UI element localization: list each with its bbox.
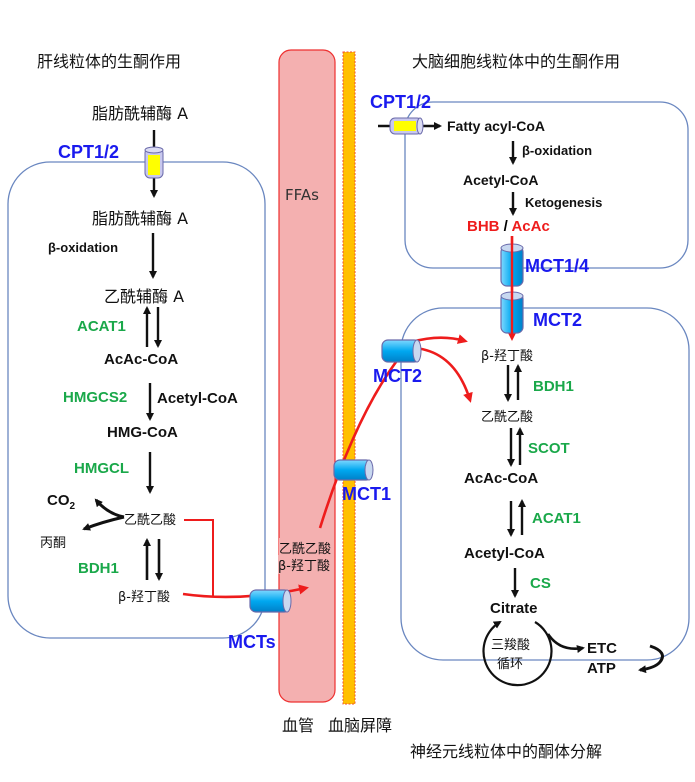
acetone-label: 丙酮 xyxy=(40,536,67,551)
neuron-ketolysis-title: 神经元线粒体中的酮体分解 xyxy=(410,742,603,761)
co2-text: CO xyxy=(47,492,70,509)
hmg-coa: HMG-CoA xyxy=(107,424,178,441)
acac-coa-neuron: AcAc-CoA xyxy=(464,470,539,487)
enzyme-scot: SCOT xyxy=(528,440,570,457)
fatty-acyl-coa-inside: 脂肪酰辅酶 A xyxy=(92,209,189,228)
acetyl-coa-brain: Acetyl-CoA xyxy=(463,172,539,188)
enzyme-cs: CS xyxy=(530,575,551,592)
ffas-label: FFAs xyxy=(285,186,319,204)
flow-acetoacetate-export xyxy=(184,519,214,597)
fatty-acyl-coa-outside: 脂肪酰辅酶 A xyxy=(92,104,189,123)
separator: / xyxy=(503,218,508,235)
liver-ketogenesis-title: 肝线粒体的生酮作用 xyxy=(37,52,182,71)
acac-brain: AcAc xyxy=(511,218,550,235)
enzyme-acat1-liver: ACAT1 xyxy=(77,318,126,335)
acetyl-coa-neuron: Acetyl-CoA xyxy=(464,545,545,562)
flow-ketone-export xyxy=(182,584,309,599)
acetoacetate-blood: 乙酰乙酸 xyxy=(279,538,332,557)
cpt-transporter-liver xyxy=(144,146,164,179)
bbb-label: 血脑屏障 xyxy=(328,716,393,735)
enzyme-acat1-neuron: ACAT1 xyxy=(532,510,581,527)
vessel-label: 血管 xyxy=(282,716,315,735)
fatty-acyl-coa-brain: Fatty acyl-CoA xyxy=(447,118,546,134)
neuron-mitochondrion-membrane xyxy=(400,307,690,661)
brain-mitochondrion-membrane xyxy=(404,101,689,269)
acetyl-coa-cosubstrate: Acetyl-CoA xyxy=(157,390,238,407)
mct-transporter-liver xyxy=(249,589,292,613)
cpt-label-liver: CPT1/2 xyxy=(58,142,120,162)
cpt-label-brain: CPT1/2 xyxy=(370,92,432,112)
bhb-liver: β-羟丁酸 xyxy=(118,590,170,605)
mct2-transporter-side xyxy=(381,339,422,363)
bhb-blood: β-羟丁酸 xyxy=(278,555,330,574)
co2-label: CO2 xyxy=(47,492,75,512)
acetyl-coa-liver: 乙酰辅酶 A xyxy=(104,287,185,306)
enzyme-bdh1-neuron: BDH1 xyxy=(533,378,574,395)
mct2-label-top: MCT2 xyxy=(533,310,582,330)
tca-cycle-line1: 三羧酸 xyxy=(491,638,531,653)
tca-cycle-line2: 循环 xyxy=(497,657,524,672)
mct2-label-side: MCT2 xyxy=(373,366,422,386)
ketogenesis-label: Ketogenesis xyxy=(525,195,603,210)
beta-oxidation-label-brain: β-oxidation xyxy=(522,143,593,158)
acetoacetate-liver: 乙酰乙酸 xyxy=(124,513,177,528)
co2-subscript: 2 xyxy=(69,501,76,512)
arrow-to-acetone xyxy=(82,515,125,531)
brain-ketogenesis-title: 大脑细胞线粒体中的生酮作用 xyxy=(412,52,621,71)
tca-cycle-circle xyxy=(482,620,553,687)
bhb-neuron: β-羟丁酸 xyxy=(481,349,533,364)
acac-coa-liver: AcAc-CoA xyxy=(104,351,179,368)
enzyme-bdh1-liver: BDH1 xyxy=(78,560,119,577)
atp-label: ATP xyxy=(587,660,616,677)
acetoacetate-neuron: 乙酰乙酸 xyxy=(481,410,534,425)
beta-oxidation-label-liver: β-oxidation xyxy=(48,240,119,255)
arrow-to-co2 xyxy=(94,498,125,519)
mct1-label: MCT1 xyxy=(342,484,391,504)
flow-ketone-to-acetoacetate xyxy=(414,346,473,403)
arrow-to-etc xyxy=(546,633,585,653)
cpt-transporter-brain xyxy=(389,117,424,135)
mct1-transporter-bbb xyxy=(333,459,374,481)
arrow-atp-loop xyxy=(638,644,664,674)
mcts-label: MCTs xyxy=(228,632,276,652)
bhb-acac-label: BHB / AcAc xyxy=(467,218,550,235)
enzyme-hmgcl: HMGCL xyxy=(74,460,129,477)
liver-mitochondrion-membrane xyxy=(7,161,266,639)
bhb-brain: BHB xyxy=(467,218,500,235)
enzyme-hmgcs2: HMGCS2 xyxy=(63,389,128,406)
mct1-4-label: MCT1/4 xyxy=(525,256,590,276)
etc-label: ETC xyxy=(587,640,617,657)
citrate: Citrate xyxy=(490,600,538,617)
blood-brain-barrier xyxy=(342,51,356,705)
